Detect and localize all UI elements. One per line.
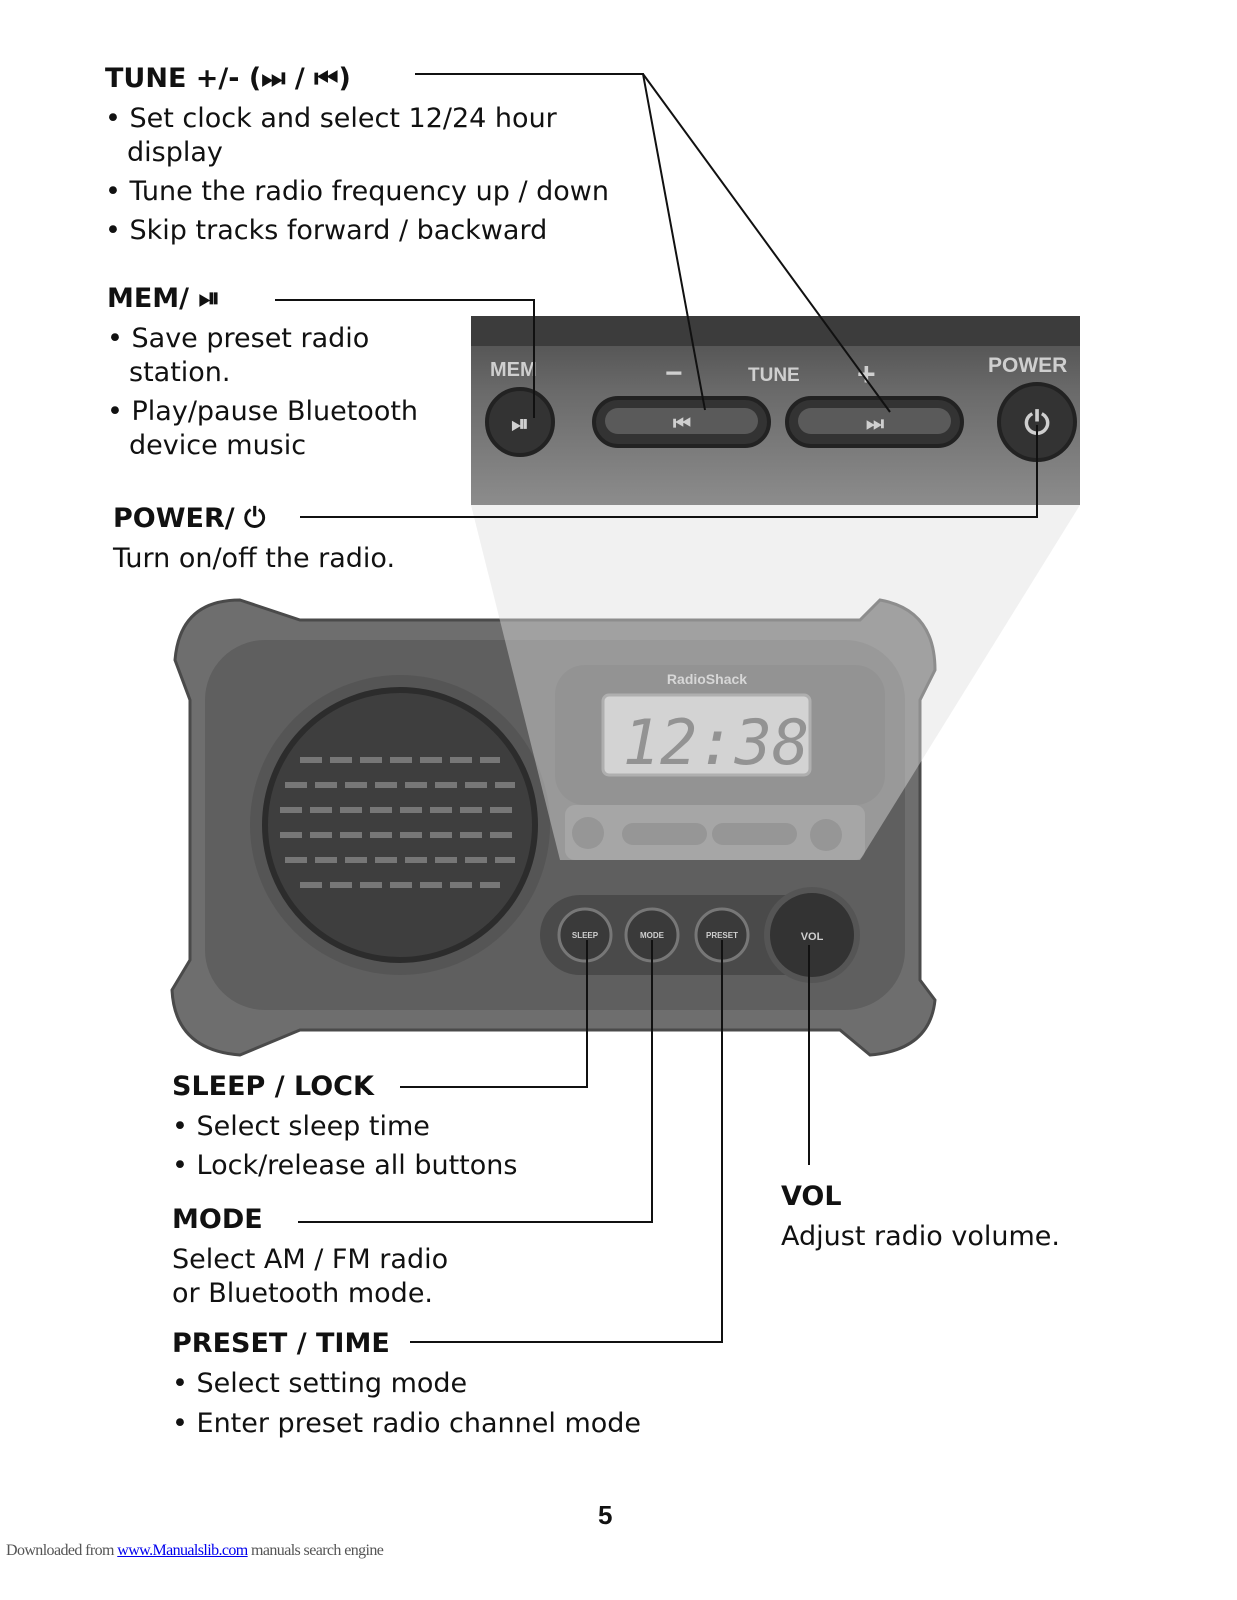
- vol-knob: [764, 887, 860, 983]
- skip-forward-icon: ⏭: [866, 413, 884, 435]
- footer-suffix: manuals search engine: [247, 1542, 384, 1559]
- panel-mem-label: MEM: [490, 359, 537, 381]
- panel-minus-label: −: [665, 357, 683, 390]
- brand-logo: RadioShack: [667, 671, 747, 687]
- tune-bullet: • Set clock and select 12/24 hour: [105, 103, 557, 134]
- mode-text: or Bluetooth mode.: [172, 1278, 434, 1309]
- zoom-funnel: [471, 505, 1080, 860]
- footer-prefix: Downloaded from: [6, 1542, 118, 1559]
- zoomed-control-panel: MEM TUNE − + POWER ⏯ ⏮ ⏭ ⏻: [471, 316, 1080, 505]
- preset-heading: PRESET / TIME: [172, 1328, 390, 1359]
- panel-power-label: POWER: [988, 354, 1067, 377]
- sleep-bullet: • Lock/release all buttons: [172, 1150, 518, 1181]
- vol-text: Adjust radio volume.: [781, 1221, 1060, 1252]
- sleep-bullet: • Select sleep time: [172, 1111, 430, 1142]
- power-text: Turn on/off the radio.: [113, 543, 396, 574]
- power-heading: POWER/ ⏻: [113, 503, 266, 534]
- tune-heading: TUNE +/- (⏭ / ⏮): [105, 63, 351, 94]
- manualslib-link[interactable]: www.Manualslib.com: [117, 1542, 248, 1559]
- play-pause-icon: ⏯: [511, 411, 529, 436]
- skip-back-icon: ⏮: [673, 413, 691, 435]
- tune-bullet: • Tune the radio frequency up / down: [105, 176, 609, 207]
- mode-label: MODE: [640, 931, 665, 940]
- mem-heading: MEM/ ⏯: [107, 283, 221, 314]
- sleep-label: SLEEP: [572, 931, 599, 940]
- mem-bullet: device music: [129, 430, 307, 461]
- sleep-heading: SLEEP / LOCK: [172, 1071, 374, 1102]
- vol-label: VOL: [801, 931, 824, 943]
- panel-tune-label: TUNE: [748, 365, 800, 386]
- leader-lines: [275, 73, 1038, 1343]
- lcd-clock: 12:38: [623, 706, 810, 779]
- preset-label: PRESET: [706, 931, 738, 940]
- preset-bullet: • Select setting mode: [172, 1368, 468, 1399]
- mem-bullet: station.: [129, 357, 231, 388]
- tune-bullet: • Skip tracks forward / backward: [105, 215, 548, 246]
- page-number: 5: [598, 1500, 613, 1530]
- mode-text: Select AM / FM radio: [172, 1244, 449, 1275]
- vol-heading: VOL: [781, 1181, 842, 1212]
- mem-bullet: • Save preset radio: [107, 323, 370, 354]
- preset-bullet: • Enter preset radio channel mode: [172, 1408, 642, 1439]
- sleep-button: [557, 907, 613, 963]
- mem-play-pause-button: [485, 387, 555, 457]
- mem-bullet: • Play/pause Bluetooth: [107, 396, 419, 427]
- radio-body: RadioShack 12:38 SLEEP MODE PRESET VOL: [170, 598, 937, 1057]
- panel-plus-label: +: [857, 356, 876, 392]
- mode-heading: MODE: [172, 1204, 263, 1235]
- tune-bullet: display: [127, 137, 223, 168]
- footer: Downloaded from www.Manualslib.com manua…: [6, 1542, 384, 1560]
